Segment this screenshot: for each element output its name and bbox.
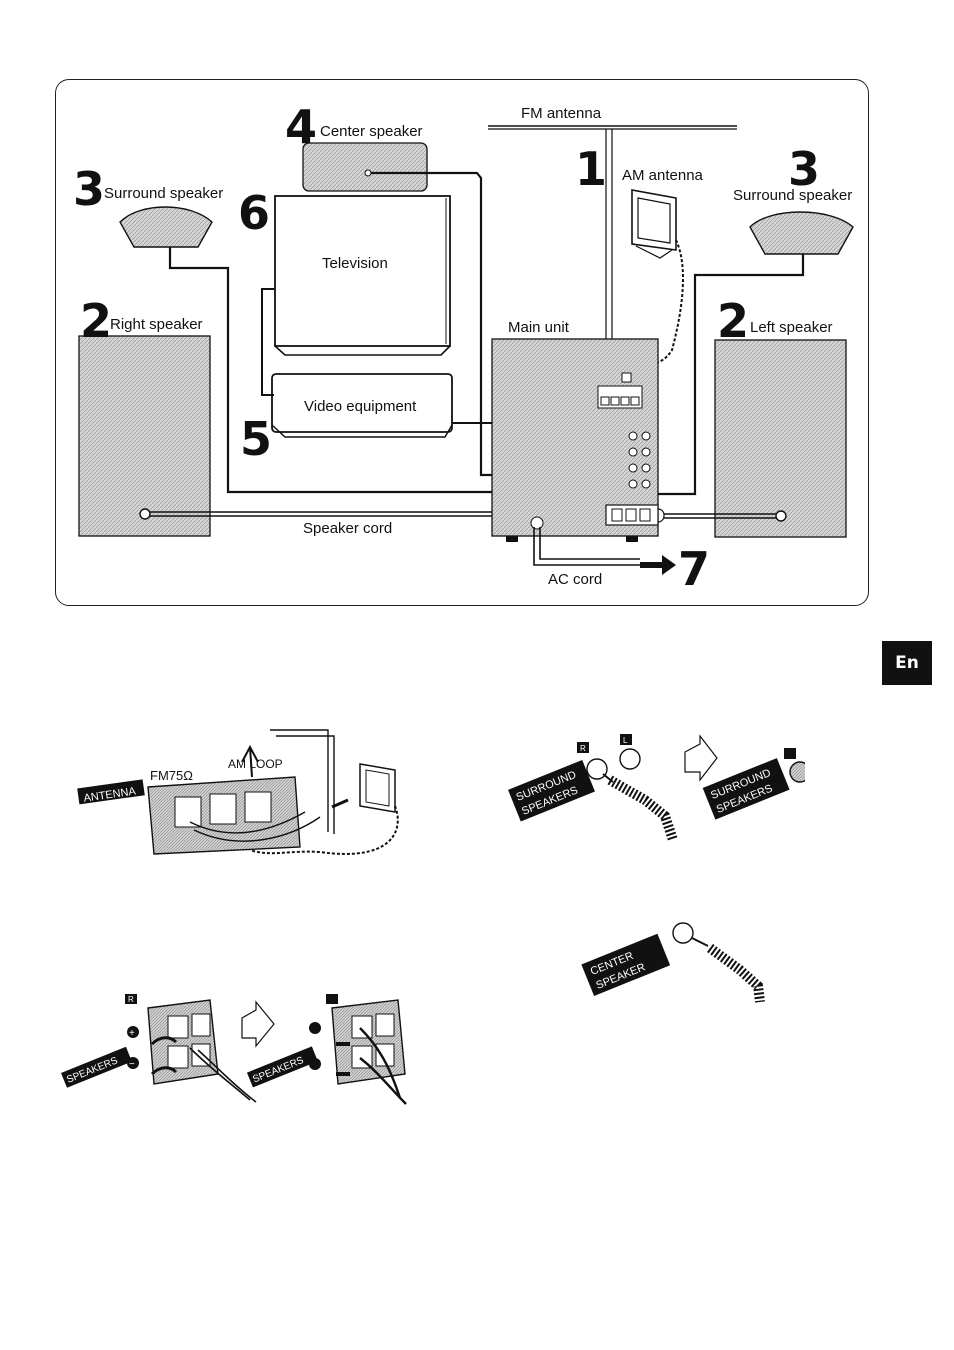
- right-speaker-label: Right speaker: [110, 316, 203, 333]
- plus-sign-label: +: [129, 1028, 135, 1039]
- fm-antenna-label: FM antenna: [521, 105, 601, 122]
- antenna-terminal-detail: ANTENNA FM75Ω AM LOOP: [70, 722, 415, 872]
- center-speaker-label: Center speaker: [320, 123, 423, 140]
- left-speaker-drawing: [648, 340, 846, 537]
- left-speaker-label: Left speaker: [750, 319, 833, 336]
- main-unit-label: Main unit: [508, 319, 569, 336]
- step-1-number: 1: [575, 146, 607, 192]
- speaker-cord-label: Speaker cord: [303, 520, 392, 537]
- video-equipment-label: Video equipment: [304, 398, 416, 415]
- surround-terminal-detail: SURROUND SPEAKERS R L SURROUND SPEAKERS: [505, 722, 805, 842]
- step-2-left-number: 2: [717, 298, 749, 344]
- minus-sign-label: −: [129, 1059, 135, 1070]
- step-3-right-number: 3: [788, 146, 820, 192]
- surround-l-label: L: [623, 736, 628, 745]
- antenna-fm-label: FM75Ω: [150, 768, 193, 783]
- am-antenna-label: AM antenna: [622, 167, 703, 184]
- main-unit-drawing: [492, 339, 658, 565]
- step-4-number: 4: [285, 104, 317, 150]
- step-5-number: 5: [240, 416, 272, 462]
- step-3-left-number: 3: [73, 166, 105, 212]
- center-speaker-drawing: [303, 143, 427, 191]
- surround-speaker-left-label: Surround speaker: [104, 185, 223, 202]
- television-label: Television: [322, 255, 388, 272]
- surround-r-label: R: [580, 744, 586, 753]
- step-6-number: 6: [238, 190, 270, 236]
- step-2-right-number: 2: [80, 298, 112, 344]
- language-tab: En: [882, 641, 932, 685]
- speaker-terminal-detail: R SPEAKERS + − SPEAKERS: [60, 988, 415, 1108]
- speakers-r-label: R: [128, 995, 134, 1004]
- ac-cord-label: AC cord: [548, 571, 602, 588]
- television-drawing: [275, 196, 450, 355]
- center-terminal-detail: CENTER SPEAKER: [580, 918, 770, 1008]
- surround-speaker-right-label: Surround speaker: [733, 187, 852, 204]
- arrow-to-step-7: [640, 555, 676, 575]
- step-7-number: 7: [678, 546, 710, 592]
- connection-diagram-drawing: [0, 0, 954, 620]
